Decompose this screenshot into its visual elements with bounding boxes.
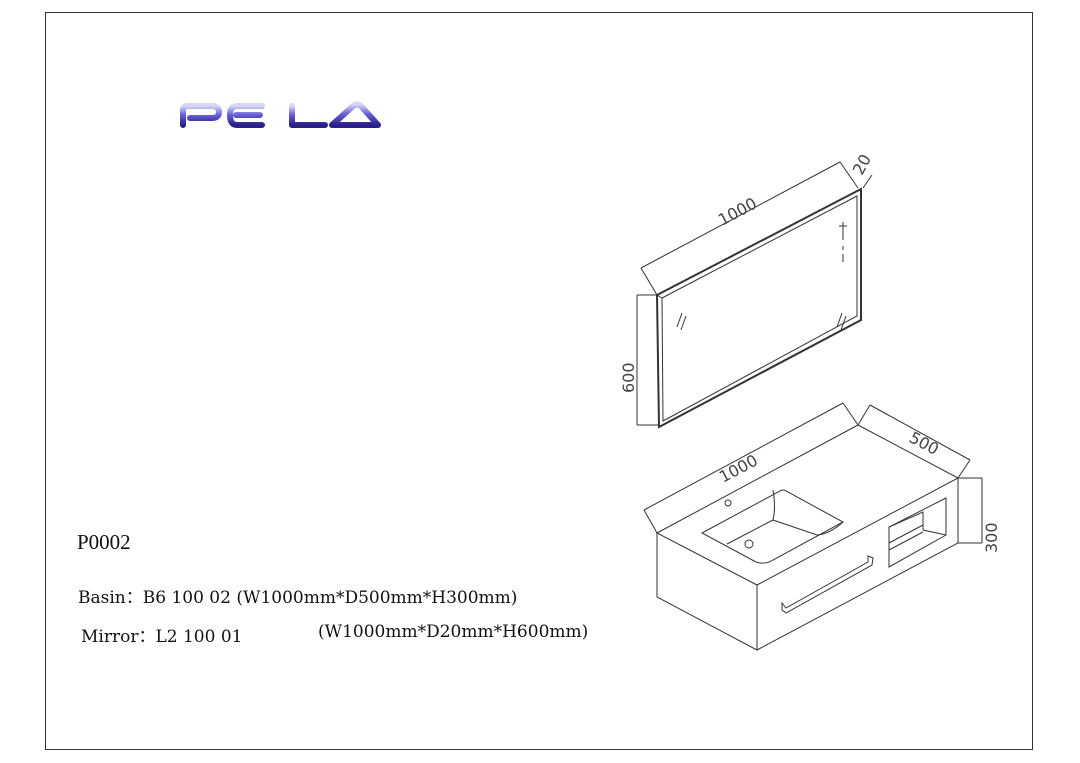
drawing-border — [45, 12, 1033, 750]
mirror-spec: Mirror：L2 100 01 — [81, 627, 243, 647]
mirror-dimensions: (W1000mm*D20mm*H600mm) — [318, 622, 589, 642]
mirror-width-label: 1000 — [715, 194, 760, 230]
product-code: P0002 — [77, 530, 131, 554]
peila-logo — [180, 101, 381, 128]
mirror-drawing — [636, 161, 873, 429]
basin-spec: Basin：B6 100 02 (W1000mm*D500mm*H300mm) — [78, 588, 518, 608]
mirror-height-label: 600 — [619, 362, 638, 393]
mirror-depth-label: 20 — [849, 151, 875, 178]
basin-height-label: 300 — [982, 522, 1001, 553]
basin-cabinet-drawing — [643, 402, 983, 651]
basin-depth-label: 500 — [906, 428, 942, 459]
